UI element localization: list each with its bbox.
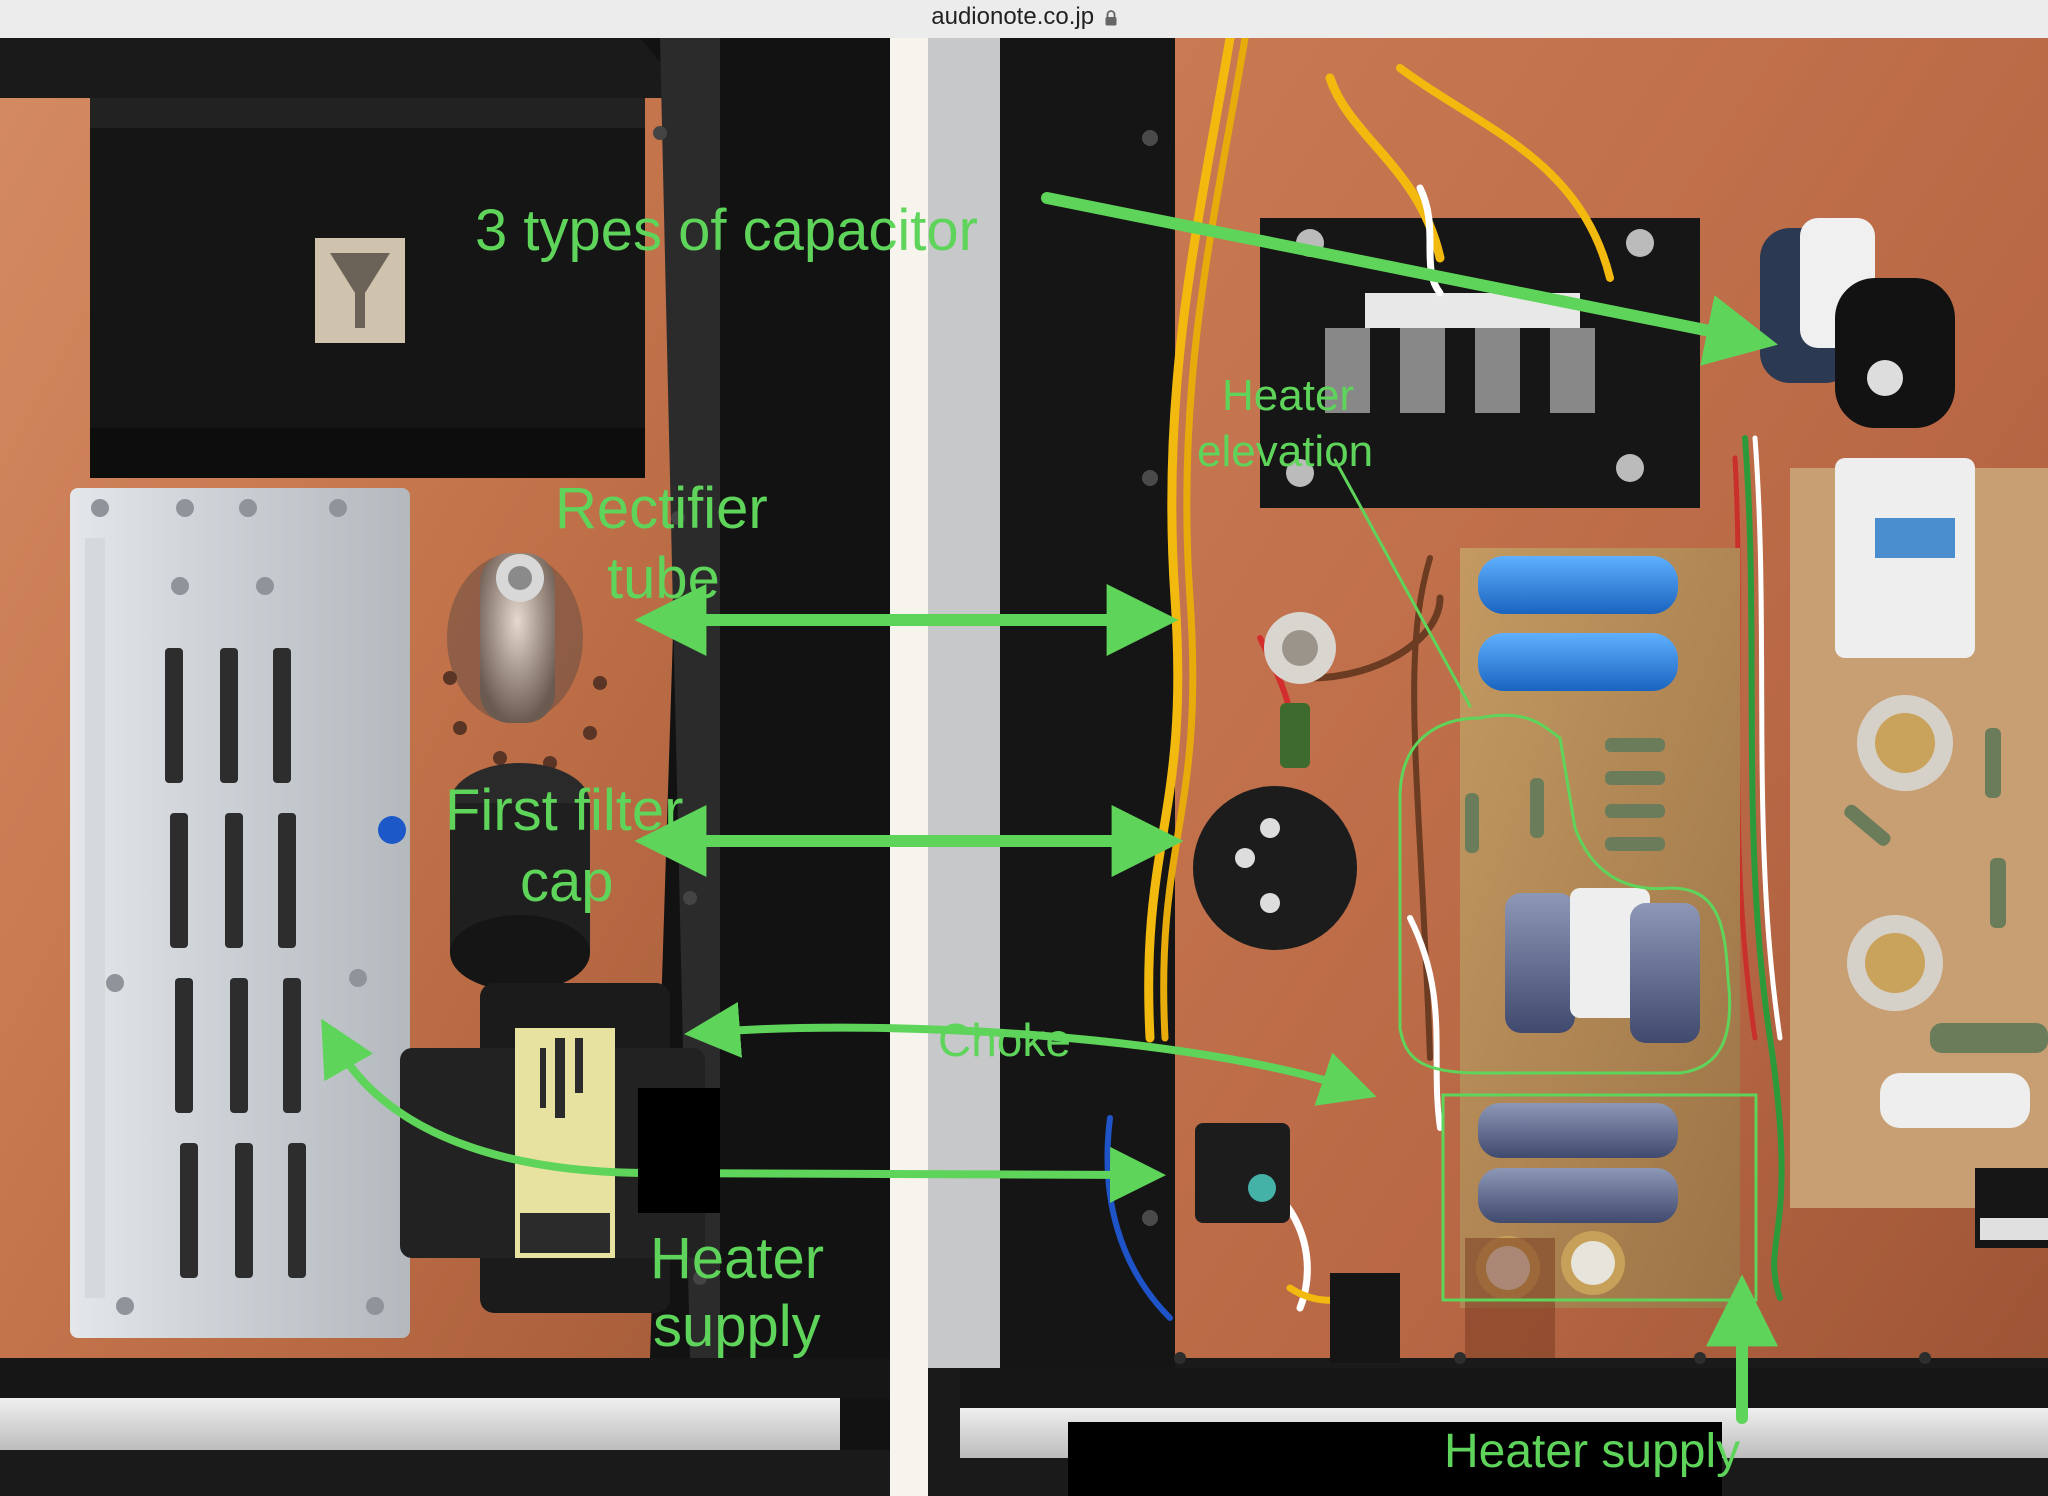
aluminium-cover	[70, 488, 410, 1338]
capacitor-arrow	[1041, 192, 1778, 366]
rectifier-tube-photo	[443, 553, 607, 770]
heater-elevation-outline	[1398, 713, 1732, 1075]
url-text: audionote.co.jp	[931, 3, 1095, 30]
label-heater-supply-bottom: Heater supply	[1444, 1425, 1741, 1478]
label-heater-elevation-line1: Heater	[1222, 371, 1354, 420]
photo-canvas: 3 types of capacitor Heater elevation Re…	[0, 38, 2048, 1496]
first-filter-cap-photo	[378, 763, 590, 991]
label-three-types-of-capacitor: 3 types of capacitor	[475, 198, 978, 263]
lock-icon	[1105, 4, 1117, 26]
heater-elevation-leader	[1333, 458, 1472, 708]
annotated-photo: 3 types of capacitor Heater elevation Re…	[0, 38, 2048, 1496]
label-heater-supply-left-line1: Heater	[650, 1226, 824, 1291]
capacitor-cluster-photo	[1760, 218, 1955, 428]
label-first-filter-cap-line2: cap	[520, 849, 614, 914]
right-photo	[928, 38, 2048, 1496]
label-heater-supply-left-line2: supply	[653, 1294, 821, 1359]
heater-socket-photo	[1195, 1123, 1400, 1363]
heater-supply-outline	[1441, 1093, 1758, 1302]
heater-supply-arrow	[321, 1018, 1166, 1203]
amp-board-photo	[1790, 458, 2048, 1248]
annotation-overlay	[321, 192, 1778, 1424]
label-heater-elevation-line2: elevation	[1197, 427, 1373, 476]
terminal-block-photo	[1260, 218, 1700, 508]
filter-cap-can-photo	[1193, 786, 1357, 950]
redaction-box-left	[638, 1088, 720, 1213]
label-first-filter-cap-line1: First filter	[445, 778, 683, 843]
browser-address-bar[interactable]: audionote.co.jp	[0, 0, 2048, 39]
psu-board-photo	[1460, 548, 1740, 1358]
label-choke: Choke	[938, 1014, 1071, 1066]
photo-divider	[890, 38, 928, 1496]
label-rectifier-tube-line1: Rectifier	[555, 476, 768, 541]
url-display[interactable]: audionote.co.jp	[0, 2, 2048, 32]
annotation-labels: 3 types of capacitor Heater elevation Re…	[445, 198, 1373, 1359]
redaction-box-bottom	[1068, 1422, 1722, 1496]
rectifier-socket-photo	[1264, 612, 1336, 768]
label-rectifier-tube-line2: tube	[607, 546, 720, 611]
